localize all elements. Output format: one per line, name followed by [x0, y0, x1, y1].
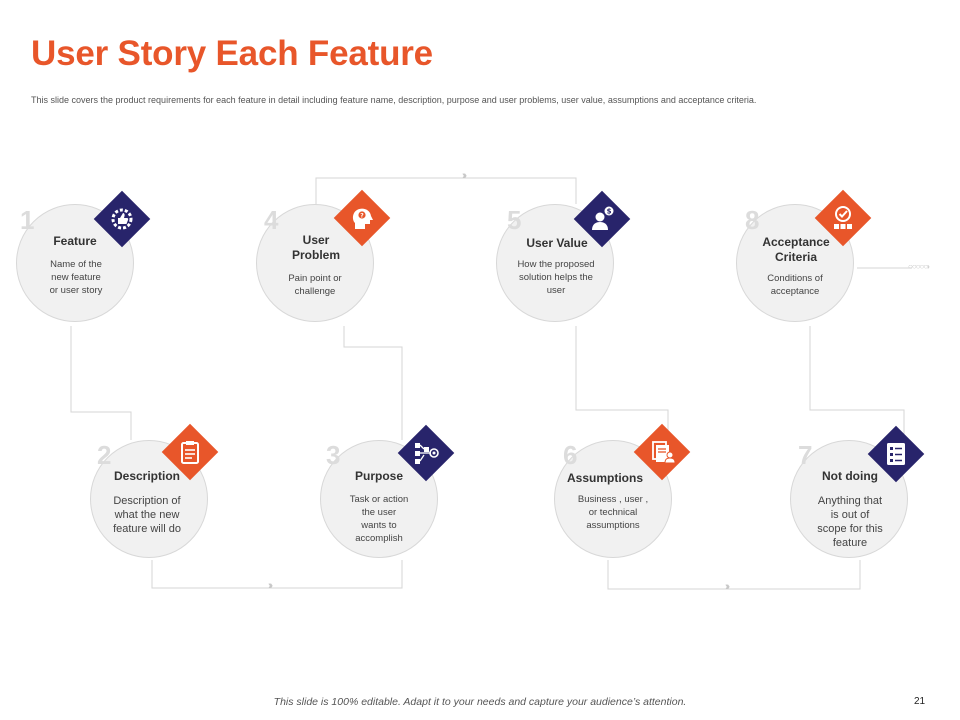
page-title: User Story Each Feature [31, 34, 433, 73]
connector-5-6 [575, 326, 669, 440]
step-7-number: 7 [798, 440, 813, 470]
step-5-label: User Value [526, 236, 588, 250]
checklist-icon [887, 443, 905, 465]
arrow-bottom-left: ››› [268, 580, 273, 592]
step-4-label: User Problem [291, 233, 340, 262]
checkmark-team-icon [834, 206, 852, 229]
step-3-label: Purpose [354, 469, 403, 483]
step-1-label: Feature [53, 234, 97, 248]
arrow-top: ››› [462, 170, 467, 182]
step-7-desc: Anything that is out of scope for this f… [817, 495, 883, 549]
connector-1-2 [70, 326, 132, 440]
svg-text:?: ? [360, 213, 364, 220]
connector-2-3 [151, 560, 403, 589]
connector-4-5 [315, 177, 577, 204]
page-number: 21 [914, 696, 926, 707]
step-2-desc: Description of what the new feature will… [113, 495, 181, 535]
step-5-desc: How the proposed solution helps the user [517, 259, 595, 296]
step-7-label: Not doing [822, 469, 878, 483]
connector-3-4 [343, 326, 403, 440]
head-question-icon: ? [352, 208, 373, 229]
clipboard-icon [181, 441, 199, 464]
svg-text:$: $ [607, 208, 612, 216]
connector-7-8 [809, 326, 905, 440]
step-6-number: 6 [563, 440, 578, 470]
step-8-label: Acceptance Criteria [762, 235, 830, 264]
step-2-number: 2 [97, 440, 112, 470]
user-dollar-icon: $ [592, 206, 614, 230]
thumbs-up-gear-icon [111, 208, 133, 230]
step-8-number: 8 [745, 205, 760, 235]
step-3-desc: Task or action the user wants to accompl… [349, 494, 409, 544]
arrow-bottom-right: ››› [725, 581, 730, 593]
step-6-desc: Business , user , or technical assumptio… [577, 494, 649, 531]
step-5-number: 5 [507, 205, 522, 235]
page-subtitle: This slide covers the product requiremen… [31, 95, 757, 105]
step-3-number: 3 [326, 440, 341, 470]
step-4-number: 4 [264, 205, 279, 235]
step-1-number: 1 [20, 205, 35, 235]
arrow-out: ○○○○○› [908, 262, 930, 271]
flowchart-target-icon [415, 443, 439, 464]
step-1-desc: Name of the new feature or user story [49, 259, 103, 296]
documents-person-icon [652, 441, 676, 464]
step-8-desc: Conditions of acceptance [767, 273, 823, 297]
step-4-desc: Pain point or challenge [288, 273, 342, 297]
step-2-label: Description [113, 469, 180, 483]
step-6-label: Assumptions [566, 471, 643, 485]
connector-6-7 [607, 560, 861, 590]
footer-note: This slide is 100% editable. Adapt it to… [273, 696, 687, 708]
